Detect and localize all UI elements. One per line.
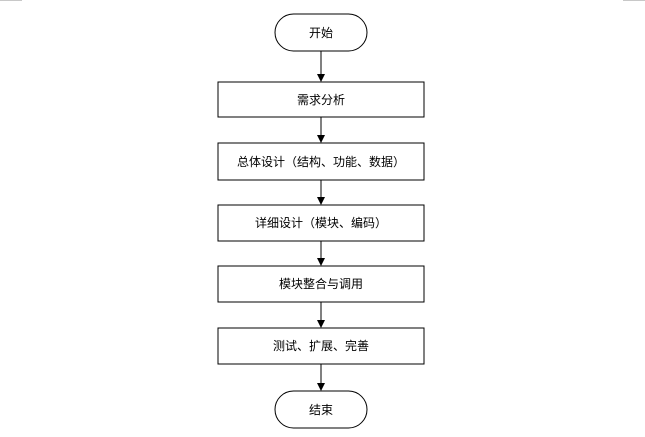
start-node: 开始 [274,13,368,52]
process-step-5-label: 测试、扩展、完善 [273,338,369,353]
process-step-3: 详细设计（模块、编码） [217,204,425,242]
process-step-5: 测试、扩展、完善 [217,327,425,365]
process-step-1-box [217,81,425,118]
process-step-2-box [217,142,425,181]
process-step-3-label: 详细设计（模块、编码） [255,215,387,230]
end-node: 结束 [274,390,368,429]
process-step-4: 模块整合与调用 [217,265,425,303]
process-step-2-label: 总体设计（结构、功能、数据） [237,154,405,169]
start-node-label: 开始 [309,26,333,40]
page-corner-mark-left [0,0,22,1]
process-step-2: 总体设计（结构、功能、数据） [217,142,425,181]
end-node-label: 结束 [309,403,333,417]
process-step-1: 需求分析 [217,81,425,118]
start-node-shape [274,13,368,52]
process-step-4-box [217,265,425,303]
process-step-4-label: 模块整合与调用 [279,276,363,291]
page-corner-mark-right [623,0,645,1]
end-node-shape [274,390,368,429]
process-step-1-label: 需求分析 [297,93,345,107]
process-step-5-box [217,327,425,365]
process-step-3-box [217,204,425,242]
